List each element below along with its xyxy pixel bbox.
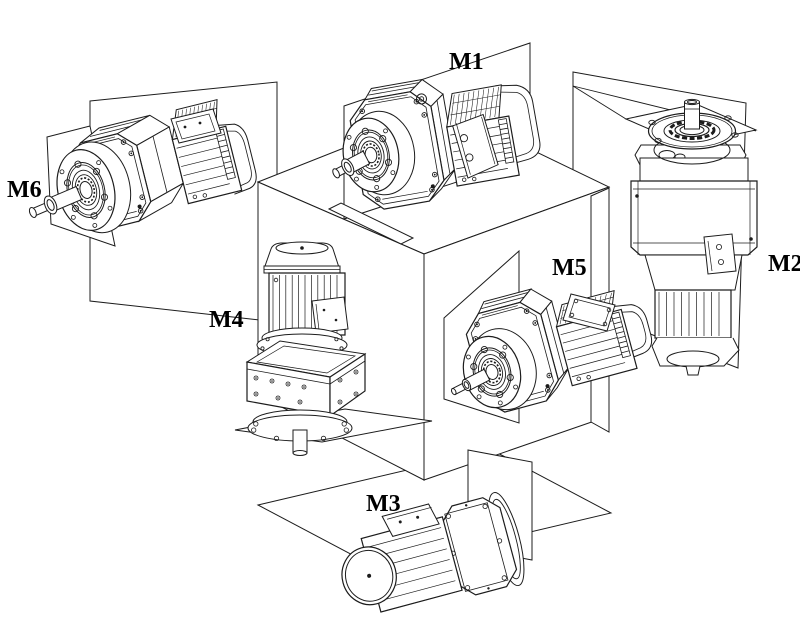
svg-text:M6: M6 xyxy=(7,177,42,203)
svg-text:M3: M3 xyxy=(366,491,401,517)
svg-text:M2: M2 xyxy=(768,251,800,277)
svg-text:M4: M4 xyxy=(209,307,244,333)
svg-text:M1: M1 xyxy=(449,49,484,75)
svg-text:M5: M5 xyxy=(552,255,587,281)
